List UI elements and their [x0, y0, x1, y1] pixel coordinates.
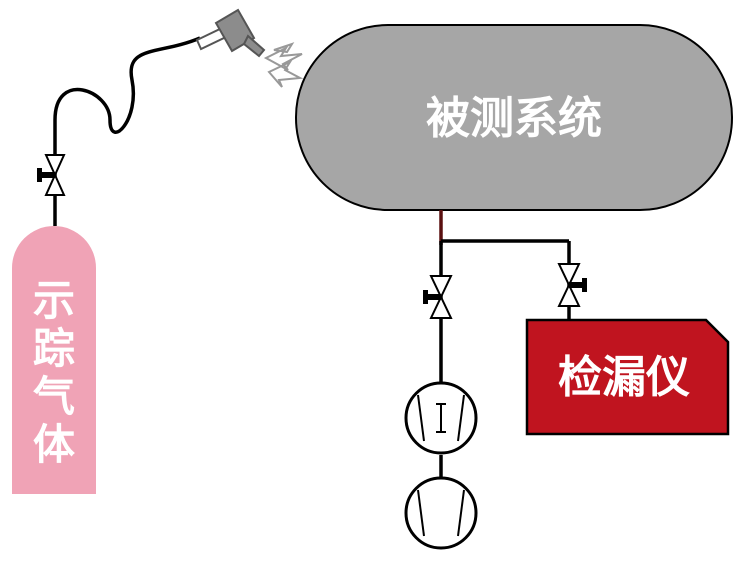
tracer-gas-hose [53, 36, 201, 226]
detector-body [525, 318, 730, 436]
tracer-gas-char-3: 体 [33, 420, 75, 469]
tracer-gas-cylinder: 示 踪 气 体 [12, 226, 96, 494]
backing-pump-icon [404, 476, 478, 550]
system-under-test: 被测系统 [295, 24, 733, 211]
valve-handle-icon [37, 172, 55, 178]
turbo-pump-icon [404, 381, 478, 455]
tracer-gas-char-0: 示 [33, 276, 75, 325]
tracer-gas-char-2: 气 [33, 372, 75, 421]
valve-handle-icon [423, 294, 441, 300]
pump-valve [423, 275, 453, 319]
detector-label: 检漏仪 [558, 352, 690, 403]
tracer-gas-char-1: 踪 [33, 324, 75, 373]
detector-valve [557, 263, 587, 307]
cylinder-valve [37, 154, 66, 196]
valve-handle-icon [569, 282, 587, 288]
spray-arrows-icon [263, 42, 304, 88]
leak-detector: 检漏仪 [525, 318, 730, 436]
cylinder-body [12, 226, 96, 494]
spray-gun-icon [195, 8, 266, 58]
system-label: 被测系统 [426, 93, 602, 144]
system-body [295, 24, 733, 211]
